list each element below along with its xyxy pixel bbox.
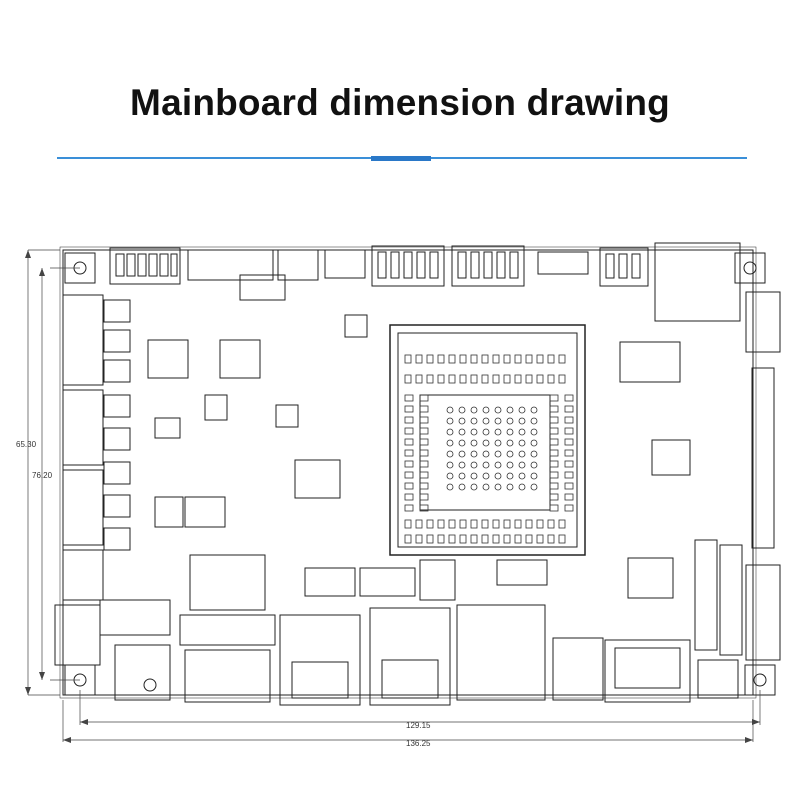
ic-chip <box>275 404 299 428</box>
pin-header-icon <box>451 245 525 287</box>
dim-width-outer: 136.25 <box>406 739 431 748</box>
dim-width-inner: 129.15 <box>406 721 431 730</box>
ic-chip <box>651 439 691 476</box>
dim-height-outer: 65.30 <box>16 440 37 449</box>
connector <box>697 659 739 699</box>
connector <box>62 294 104 386</box>
pin-header-icon <box>371 245 445 287</box>
mounting-hole-icon <box>734 252 766 284</box>
ic-chip <box>147 339 189 379</box>
ethernet-port-icon <box>369 607 451 706</box>
connector <box>304 567 356 597</box>
pin-header-icon <box>599 247 649 287</box>
hdmi-port-icon <box>604 639 691 703</box>
ball-grid <box>404 354 574 544</box>
ethernet-port-icon <box>279 614 361 706</box>
pin-header-icon <box>745 564 781 661</box>
connector <box>359 567 416 597</box>
ic-chip <box>619 341 681 383</box>
connector <box>62 469 104 546</box>
ic-chip <box>627 557 674 599</box>
connector <box>277 249 319 281</box>
pin-header-icon <box>745 291 781 549</box>
ic-chip <box>219 339 261 379</box>
connector <box>537 251 589 275</box>
connector <box>62 389 104 466</box>
connector <box>179 614 276 646</box>
usb-port-icon <box>456 604 546 701</box>
title-underline-accent <box>371 156 431 161</box>
pin-header-icon <box>694 539 718 651</box>
connector <box>324 249 366 279</box>
pin-header-icon <box>719 544 743 656</box>
ic-chip <box>294 459 341 499</box>
connector <box>496 559 548 586</box>
connector <box>187 249 274 281</box>
connector <box>54 604 101 666</box>
connector <box>189 554 266 611</box>
connector <box>99 599 171 636</box>
connector <box>62 549 104 601</box>
page-title: Mainboard dimension drawing <box>130 82 670 123</box>
usb-port-icon <box>552 637 604 701</box>
connector <box>654 242 741 322</box>
connector <box>419 559 456 601</box>
board-outline <box>62 249 754 696</box>
usb-port-icon <box>114 644 171 701</box>
dim-height-inner: 76.20 <box>32 471 53 480</box>
pin-header-icon <box>109 247 181 285</box>
usb-port-icon <box>184 649 271 703</box>
